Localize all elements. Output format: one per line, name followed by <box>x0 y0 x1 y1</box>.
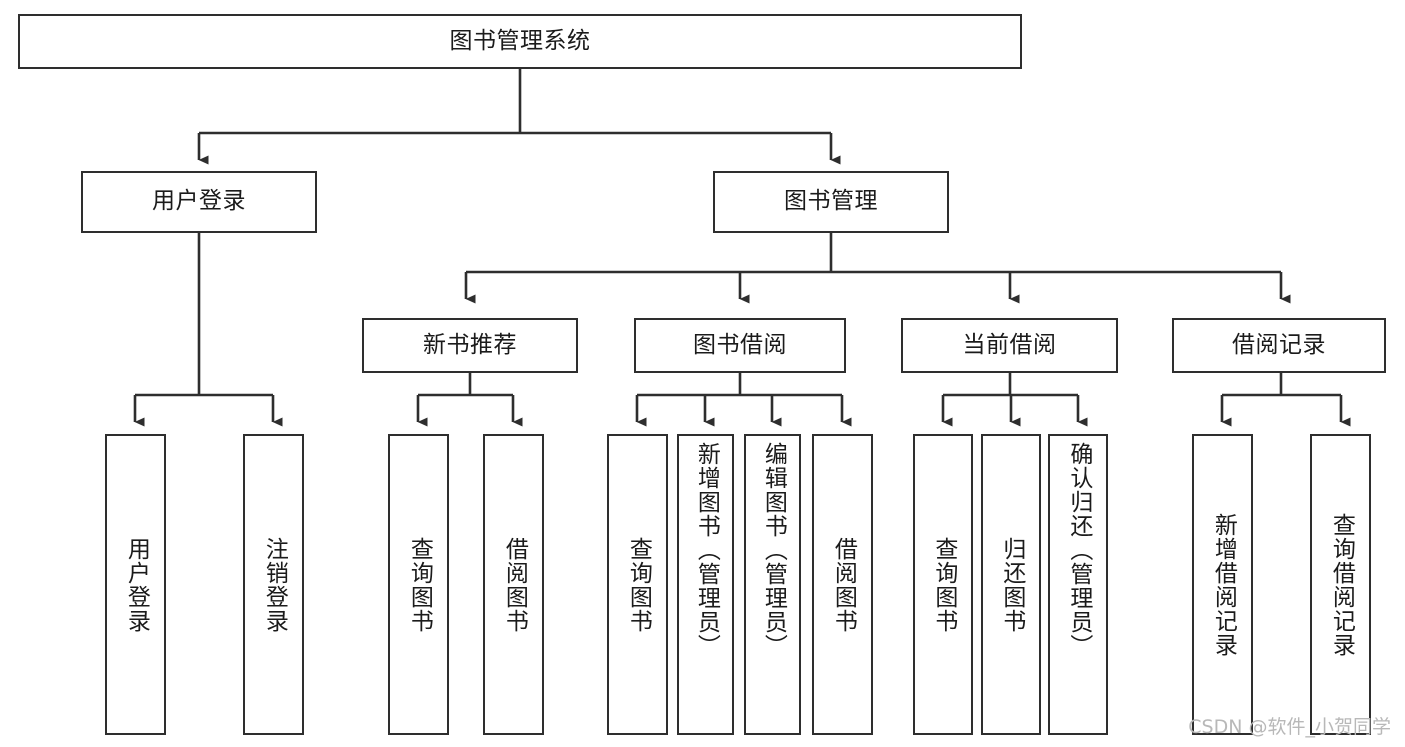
node-leaf-confirm-return-admin-label: 确认归还（管理员） <box>1065 442 1092 658</box>
node-borrow-record[interactable]: 借阅记录 <box>1172 318 1386 373</box>
node-book-management[interactable]: 图书管理 <box>713 171 949 233</box>
node-leaf-borrow-query-book-label: 查询图书 <box>625 536 652 633</box>
node-leaf-add-book-admin[interactable]: 新增图书（管理员） <box>677 434 734 735</box>
node-leaf-current-query-book[interactable]: 查询图书 <box>913 434 973 735</box>
node-leaf-return-book[interactable]: 归还图书 <box>981 434 1041 735</box>
node-book-management-label: 图书管理 <box>784 188 878 215</box>
node-leaf-borrow-query-book[interactable]: 查询图书 <box>607 434 668 735</box>
node-leaf-recommend-borrow-book[interactable]: 借阅图书 <box>483 434 544 735</box>
node-leaf-recommend-borrow-book-label: 借阅图书 <box>501 536 528 633</box>
node-book-borrow-label: 图书借阅 <box>693 331 787 358</box>
node-leaf-add-borrow-record[interactable]: 新增借阅记录 <box>1192 434 1253 735</box>
node-book-borrow[interactable]: 图书借阅 <box>634 318 846 373</box>
node-borrow-record-label: 借阅记录 <box>1232 331 1326 358</box>
node-current-borrow[interactable]: 当前借阅 <box>901 318 1118 373</box>
node-leaf-logout[interactable]: 注销登录 <box>243 434 304 735</box>
node-leaf-borrow-book-label: 借阅图书 <box>830 536 857 633</box>
node-leaf-confirm-return-admin[interactable]: 确认归还（管理员） <box>1048 434 1108 735</box>
node-leaf-add-borrow-record-label: 新增借阅记录 <box>1210 512 1237 657</box>
node-leaf-edit-book-admin-label: 编辑图书（管理员） <box>760 442 787 658</box>
node-leaf-query-borrow-record[interactable]: 查询借阅记录 <box>1310 434 1371 735</box>
node-root-system[interactable]: 图书管理系统 <box>18 14 1022 69</box>
node-leaf-return-book-label: 归还图书 <box>998 536 1025 633</box>
node-leaf-user-login[interactable]: 用户登录 <box>105 434 166 735</box>
node-user-login-label: 用户登录 <box>152 188 246 215</box>
node-user-login[interactable]: 用户登录 <box>81 171 317 233</box>
node-leaf-borrow-book[interactable]: 借阅图书 <box>812 434 873 735</box>
node-root-system-label: 图书管理系统 <box>449 27 591 54</box>
node-leaf-logout-label: 注销登录 <box>261 536 288 633</box>
node-leaf-edit-book-admin[interactable]: 编辑图书（管理员） <box>744 434 801 735</box>
node-leaf-add-book-admin-label: 新增图书（管理员） <box>693 442 720 658</box>
node-leaf-user-login-label: 用户登录 <box>123 536 150 633</box>
node-leaf-query-borrow-record-label: 查询借阅记录 <box>1328 512 1355 657</box>
node-new-book-recommend-label: 新书推荐 <box>423 331 517 358</box>
node-leaf-recommend-query-book-label: 查询图书 <box>406 536 433 633</box>
node-new-book-recommend[interactable]: 新书推荐 <box>362 318 578 373</box>
node-current-borrow-label: 当前借阅 <box>962 331 1057 358</box>
node-leaf-current-query-book-label: 查询图书 <box>930 536 957 633</box>
node-leaf-recommend-query-book[interactable]: 查询图书 <box>388 434 449 735</box>
